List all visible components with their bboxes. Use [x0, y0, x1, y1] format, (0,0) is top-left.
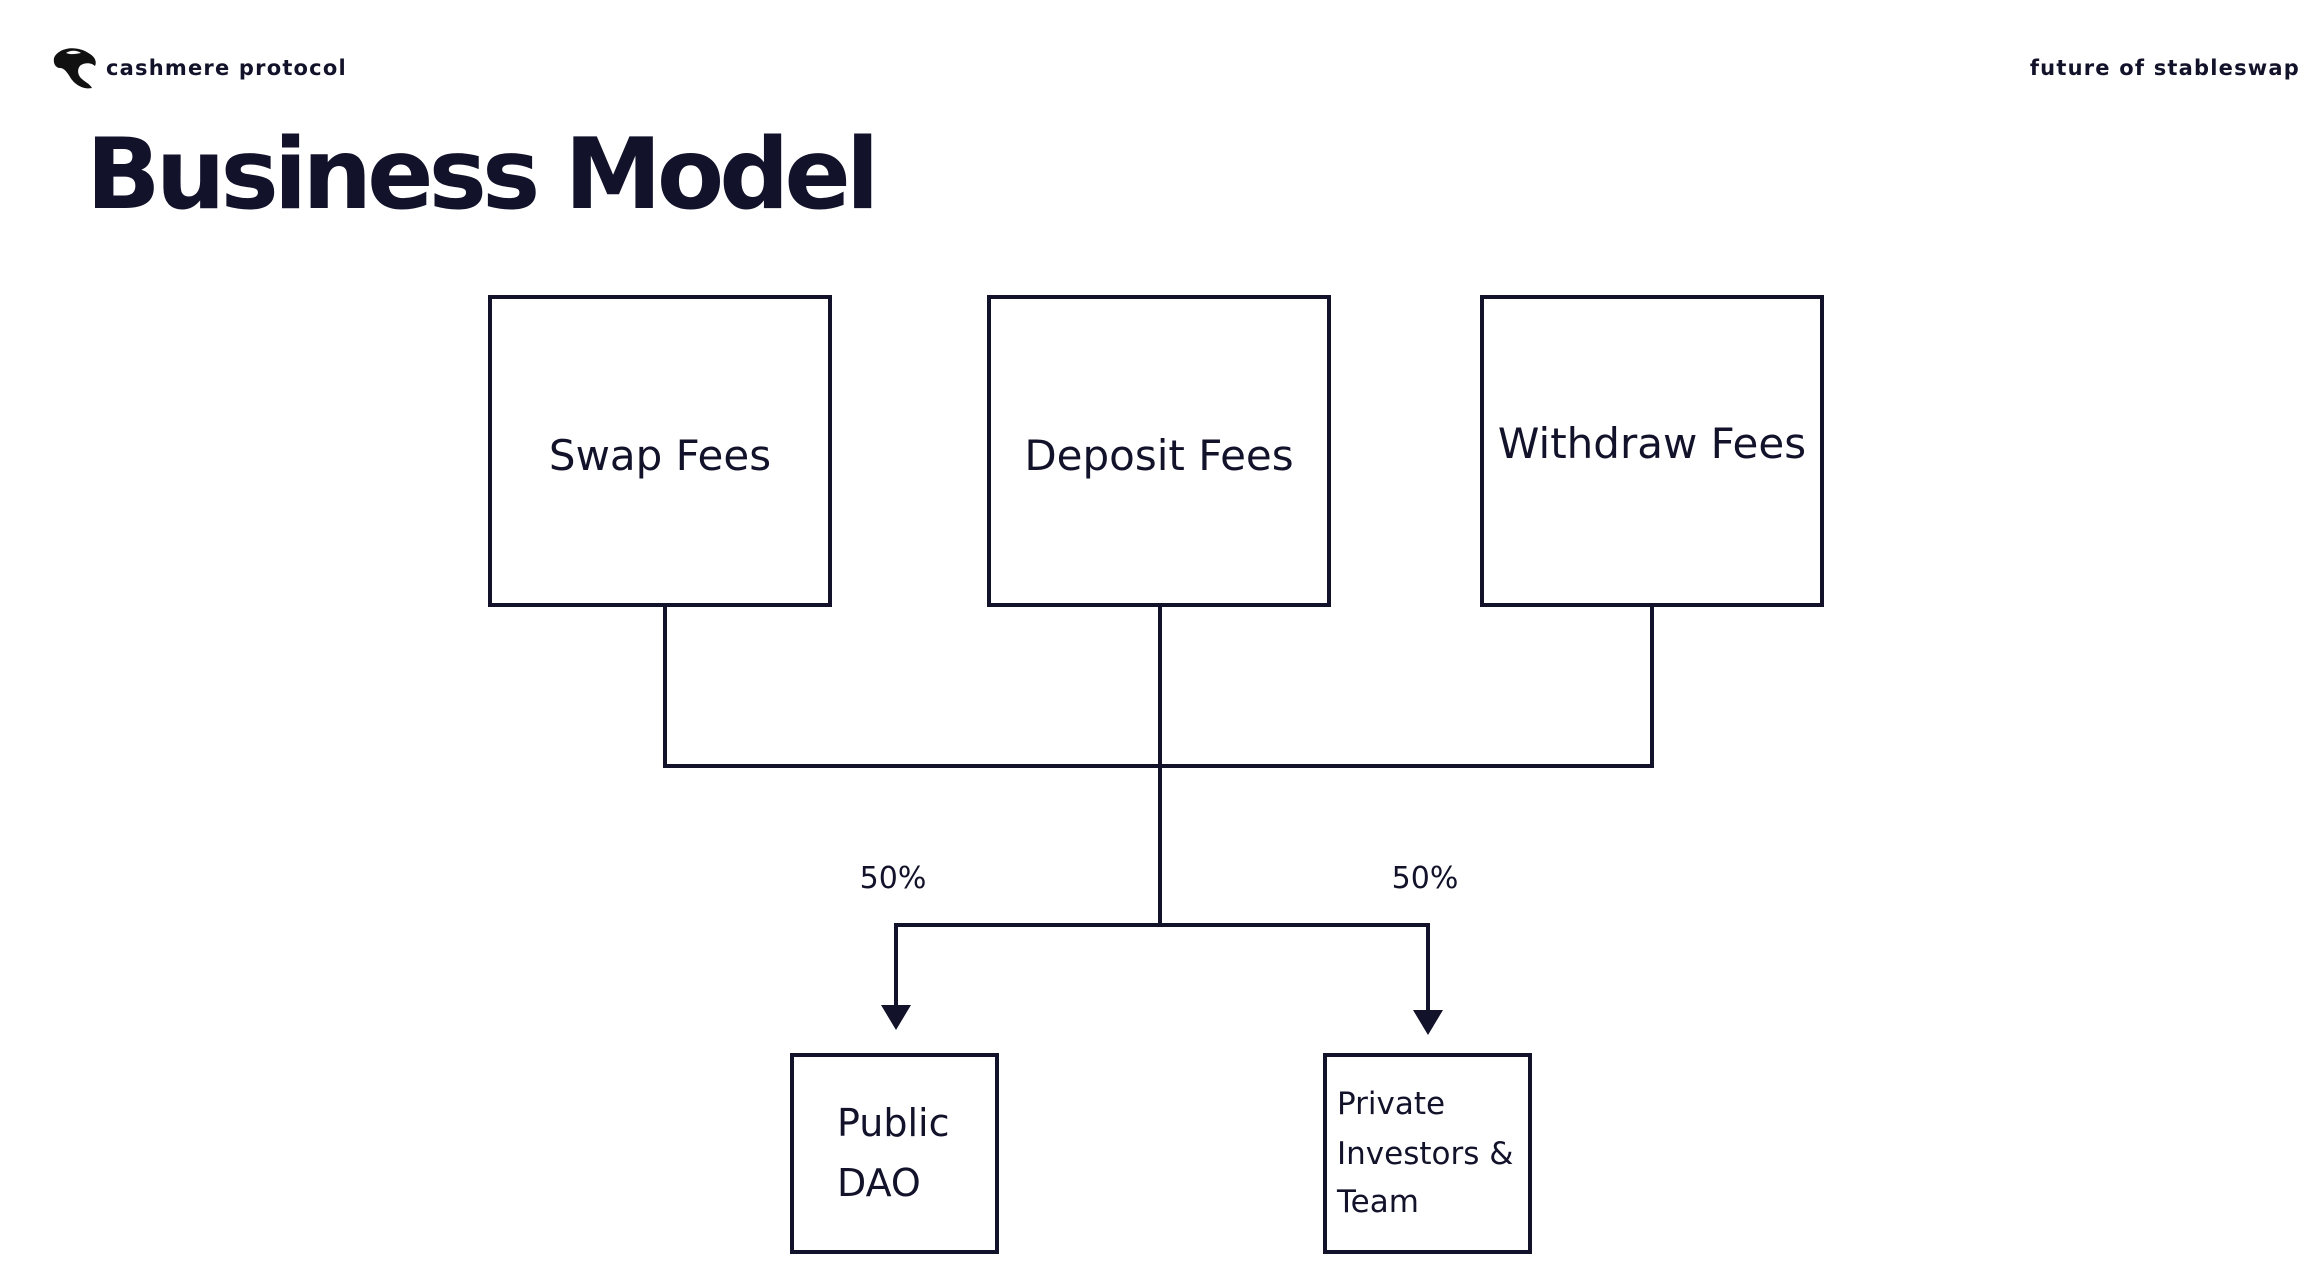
brand: cashmere protocol — [50, 44, 347, 92]
destination-line-private: Private — [1337, 1086, 1445, 1122]
destination-line-dao: DAO — [837, 1161, 921, 1205]
destination-line-public: Public — [837, 1101, 949, 1145]
source-box-swap-fees: Swap Fees — [488, 295, 832, 607]
source-box-withdraw-fees: Withdraw Fees — [1480, 295, 1824, 607]
tagline: future of stableswap — [2029, 56, 2300, 80]
source-label-deposit-fees: Deposit Fees — [1024, 431, 1293, 480]
arrowhead-private-investors — [1413, 1010, 1443, 1035]
destination-box-private-investors: Private Investors & Team — [1323, 1053, 1532, 1254]
arrowhead-public-dao — [881, 1005, 911, 1030]
destination-line-team: Team — [1336, 1184, 1419, 1220]
split-percent-private-investors: 50% — [1392, 861, 1459, 896]
split-percent-public-dao: 50% — [860, 861, 927, 896]
destination-box-public-dao: Public DAO — [790, 1053, 999, 1254]
cashmere-goat-logo-icon — [50, 44, 98, 92]
source-box-deposit-fees: Deposit Fees — [987, 295, 1331, 607]
destination-line-investors: Investors & — [1337, 1136, 1513, 1172]
connector-lines — [663, 606, 1654, 1012]
page-title: Business Model — [86, 118, 879, 232]
brand-name: cashmere protocol — [106, 56, 347, 80]
source-label-withdraw-fees: Withdraw Fees — [1498, 419, 1806, 468]
source-label-swap-fees: Swap Fees — [549, 431, 771, 480]
